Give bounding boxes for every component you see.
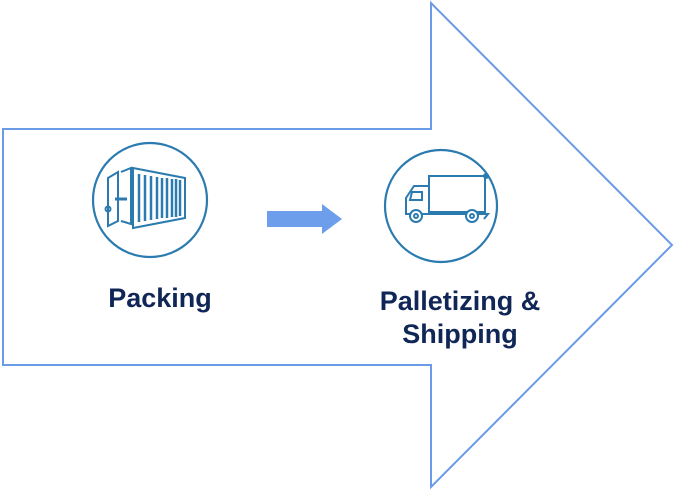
delivery-truck-icon — [383, 148, 499, 264]
shipping-label-line1: Palletizing & — [379, 286, 541, 316]
step-connector-arrow — [267, 204, 342, 234]
shipping-label-line2: Shipping — [402, 319, 518, 349]
step-label-shipping: Palletizing & Shipping — [345, 285, 575, 351]
packing-label: Packing — [108, 283, 212, 313]
shipping-container-icon — [91, 141, 209, 259]
step-label-packing: Packing — [60, 282, 260, 315]
